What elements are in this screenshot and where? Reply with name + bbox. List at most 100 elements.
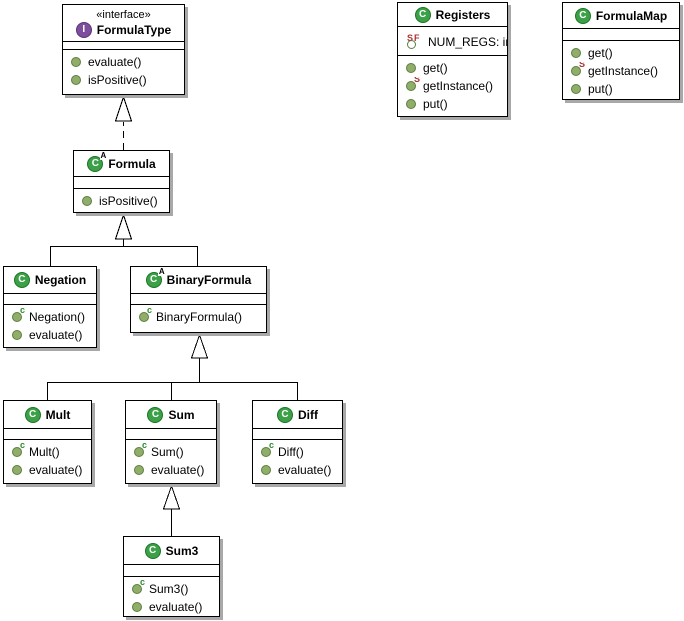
class-box-mult[interactable]: C Mult c Mult() evaluate() <box>3 400 92 484</box>
method-label: evaluate() <box>29 328 83 342</box>
class-icon: C <box>144 542 161 559</box>
class-icon: C <box>13 272 30 288</box>
generalization-sum3-sum[interactable] <box>162 484 181 536</box>
class-name: FormulaType <box>96 22 172 37</box>
class-name: Registers <box>435 7 491 22</box>
hollow-triangle-arrowhead <box>114 213 133 240</box>
method-label: get() <box>423 61 448 75</box>
attributes-compartment <box>126 428 216 439</box>
method-row[interactable]: c Sum3() <box>124 580 219 598</box>
method-label: Mult() <box>29 445 60 459</box>
class-box-negation[interactable]: C Negation c Negation() evaluate() <box>3 266 97 348</box>
method-row[interactable]: isPositive() <box>63 71 184 89</box>
class-title: «interface» I FormulaType <box>63 5 184 41</box>
method-row[interactable]: isPositive() <box>74 192 169 210</box>
method-label: isPositive() <box>99 194 158 208</box>
class-icon: C <box>414 6 431 23</box>
interface-icon: I <box>75 21 92 38</box>
public-method-icon <box>571 84 581 94</box>
method-row[interactable]: evaluate() <box>4 461 91 479</box>
constructor-icon: c <box>132 580 145 594</box>
constructor-icon: c <box>139 308 152 322</box>
class-box-sum3[interactable]: C Sum3 c Sum3() evaluate() <box>123 536 220 617</box>
attributes-compartment <box>563 28 679 40</box>
realization-formula-formulatype[interactable] <box>114 95 133 150</box>
method-row[interactable]: c Mult() <box>4 443 91 461</box>
methods-compartment: c BinaryFormula() <box>131 304 266 326</box>
method-row[interactable]: evaluate() <box>124 598 219 616</box>
method-row[interactable]: c Negation() <box>4 308 96 326</box>
method-row[interactable]: evaluate() <box>4 326 96 344</box>
constructor-icon: c <box>12 308 25 322</box>
attributes-compartment <box>74 176 169 188</box>
methods-compartment: c Negation() evaluate() <box>4 304 96 344</box>
method-row[interactable]: c Sum() <box>126 443 216 461</box>
method-row[interactable]: S getInstance() <box>563 62 679 80</box>
class-title: C Sum <box>126 401 216 428</box>
class-icon: C <box>574 7 591 24</box>
public-method-icon <box>71 75 81 85</box>
class-name: Sum3 <box>165 543 199 558</box>
class-icon: C <box>24 406 41 423</box>
class-box-diff[interactable]: C Diff c Diff() evaluate() <box>252 400 343 484</box>
public-method-icon <box>134 465 144 475</box>
public-method-icon <box>571 48 581 58</box>
method-label: isPositive() <box>88 73 147 87</box>
attributes-compartment <box>4 293 96 304</box>
method-label: evaluate() <box>278 463 332 477</box>
method-label: Negation() <box>29 310 86 324</box>
method-row[interactable]: evaluate() <box>63 53 184 71</box>
class-box-sum[interactable]: C Sum c Sum() evaluate() <box>125 400 217 484</box>
method-row[interactable]: get() <box>398 59 507 77</box>
method-label: evaluate() <box>29 463 83 477</box>
methods-compartment: c Sum3() evaluate() <box>124 576 219 616</box>
class-name: Formula <box>108 156 156 171</box>
abstract-marker: A <box>99 150 108 160</box>
class-name: Mult <box>45 407 71 422</box>
class-name: FormulaMap <box>595 8 668 23</box>
stereotype-label: «interface» <box>96 8 151 21</box>
class-name: Diff <box>298 407 318 422</box>
methods-compartment: c Diff() evaluate() <box>253 439 342 479</box>
class-title: C Registers <box>398 3 507 26</box>
method-row[interactable]: evaluate() <box>253 461 342 479</box>
attributes-compartment <box>4 428 91 439</box>
abstract-marker: A <box>157 267 166 276</box>
method-label: get() <box>588 46 613 60</box>
method-row[interactable]: evaluate() <box>126 461 216 479</box>
class-title: C Diff <box>253 401 342 428</box>
generalization-to-formula[interactable] <box>50 213 198 266</box>
generalization-line <box>50 246 198 266</box>
class-box-formulamap[interactable]: C FormulaMap get() S getInstance() put() <box>562 2 680 100</box>
method-label: put() <box>588 82 613 96</box>
method-label: Sum() <box>151 445 184 459</box>
constructor-icon: c <box>134 443 147 457</box>
class-title: C Negation <box>4 267 96 293</box>
method-label: evaluate() <box>88 55 142 69</box>
methods-compartment: c Mult() evaluate() <box>4 439 91 479</box>
class-box-formulatype[interactable]: «interface» I FormulaType evaluate() isP… <box>62 4 185 95</box>
method-row[interactable]: c Diff() <box>253 443 342 461</box>
method-row[interactable]: put() <box>398 95 507 113</box>
method-row[interactable]: get() <box>563 44 679 62</box>
method-label: Sum3() <box>149 582 189 596</box>
method-row[interactable]: put() <box>563 80 679 98</box>
attributes-compartment <box>253 428 342 439</box>
generalization-to-binaryformula[interactable] <box>47 333 298 400</box>
method-row[interactable]: c BinaryFormula() <box>131 308 266 326</box>
method-label: BinaryFormula() <box>156 310 243 324</box>
public-method-icon <box>82 196 92 206</box>
class-name: Negation <box>34 273 87 287</box>
static-method-icon: S <box>571 62 585 76</box>
method-row[interactable]: S getInstance() <box>398 77 507 95</box>
